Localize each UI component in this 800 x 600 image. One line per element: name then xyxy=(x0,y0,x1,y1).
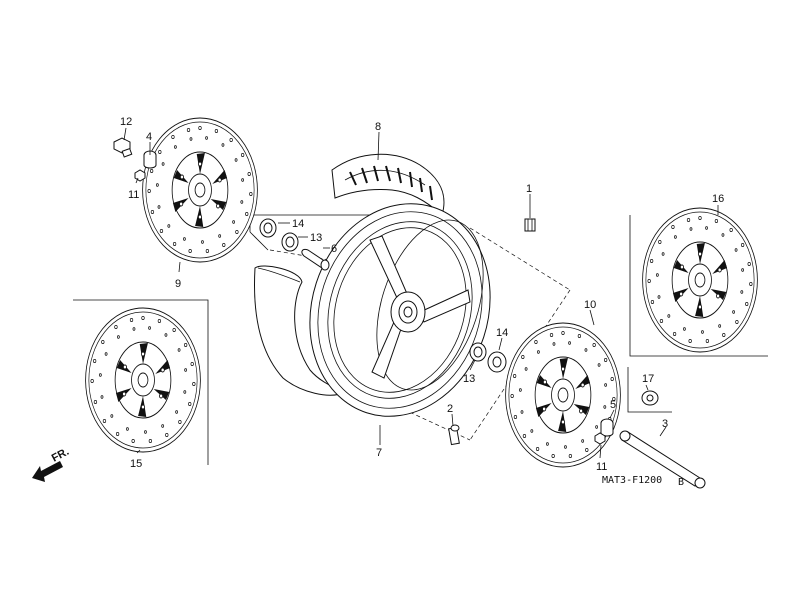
part-number-labels: 12 4 11 9 15 8 14 13 6 1 16 10 14 13 17 … xyxy=(120,116,724,473)
label-15: 15 xyxy=(130,458,142,470)
drawing-code: MAT3-F1200 B xyxy=(602,475,684,488)
valve-cap-1 xyxy=(524,218,536,232)
axle-3 xyxy=(619,430,706,489)
label-16: 16 xyxy=(712,193,724,205)
collar-5 xyxy=(600,418,614,437)
bearing-13-top xyxy=(281,232,299,252)
bolt-11-left xyxy=(134,169,146,182)
leader-lines xyxy=(123,127,719,459)
label-14-bottom: 14 xyxy=(496,327,508,339)
valve-2 xyxy=(448,424,460,446)
label-13-top: 13 xyxy=(310,232,322,244)
svg-text:B: B xyxy=(678,477,684,488)
collar-17 xyxy=(641,390,659,406)
label-12: 12 xyxy=(120,116,132,128)
wheel-rim-7 xyxy=(309,203,491,417)
label-14-top: 14 xyxy=(292,218,304,230)
front-arrow-icon xyxy=(32,461,63,482)
svg-text:MAT3-F1200: MAT3-F1200 xyxy=(602,475,662,486)
label-11-left: 11 xyxy=(128,189,139,201)
dust-seal-14-top xyxy=(259,218,277,238)
brake-disc-16 xyxy=(642,207,758,353)
bolt-12 xyxy=(113,137,133,158)
brake-disc-15 xyxy=(85,307,201,453)
label-6: 6 xyxy=(331,243,337,255)
small-parts xyxy=(113,137,706,489)
svg-text:FR.: FR. xyxy=(50,446,71,465)
brake-disc-10 xyxy=(505,322,621,468)
label-17: 17 xyxy=(642,373,654,385)
spacer-6 xyxy=(301,249,330,271)
dust-seal-14-bottom xyxy=(487,351,507,373)
label-5: 5 xyxy=(610,399,616,411)
label-11-right: 11 xyxy=(596,461,607,473)
label-2: 2 xyxy=(447,403,453,415)
label-1: 1 xyxy=(526,183,532,195)
label-8: 8 xyxy=(375,121,381,133)
bearing-13-bottom xyxy=(469,342,487,362)
label-10: 10 xyxy=(584,299,596,311)
brake-disc-9 xyxy=(142,117,258,263)
bolt-11-right xyxy=(594,432,606,445)
label-13-bottom: 13 xyxy=(463,373,475,385)
front-direction-indicator: FR. xyxy=(32,446,71,482)
label-7: 7 xyxy=(376,447,382,459)
label-9: 9 xyxy=(175,278,181,290)
label-4: 4 xyxy=(146,131,152,143)
label-3: 3 xyxy=(662,418,668,430)
